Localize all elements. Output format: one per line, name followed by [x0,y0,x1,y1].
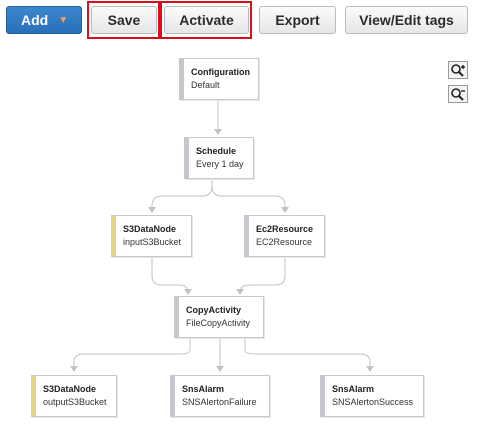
node-s3-input-title: S3DataNode [123,224,177,234]
zoom-out-button[interactable] [448,85,468,103]
node-configuration-title: Configuration [191,67,250,77]
zoom-in-button[interactable] [448,61,468,79]
node-s3-input[interactable]: S3DataNode inputS3Bucket [111,215,192,257]
node-configuration-subtitle: Default [191,80,220,90]
node-s3-output[interactable]: S3DataNode outputS3Bucket [31,375,117,417]
node-ec2-resource[interactable]: Ec2Resource EC2Resource [244,215,325,257]
node-schedule-subtitle: Every 1 day [196,159,244,169]
zoom-in-icon [451,64,465,77]
node-sns-failure[interactable]: SnsAlarm SNSAlertonFailure [170,375,270,417]
node-s3-input-subtitle: inputS3Bucket [123,237,182,247]
node-s3-output-subtitle: outputS3Bucket [43,397,107,407]
save-button-label: Save [107,12,141,28]
save-button[interactable]: Save [91,6,157,34]
view-edit-tags-button[interactable]: View/Edit tags [345,6,468,34]
node-configuration[interactable]: Configuration Default [179,58,259,100]
export-button[interactable]: Export [259,6,336,34]
node-sns-failure-title: SnsAlarm [182,384,225,394]
node-schedule-title: Schedule [196,146,237,156]
export-button-label: Export [275,12,320,28]
activate-highlight-box [160,1,252,39]
node-sns-success-subtitle: SNSAlertonSuccess [332,397,414,407]
activate-button[interactable]: Activate [164,6,249,34]
node-sns-success-title: SnsAlarm [332,384,375,394]
node-copy-title: CopyActivity [186,305,242,315]
node-s3-output-title: S3DataNode [43,384,97,394]
node-copy-subtitle: FileCopyActivity [186,318,251,328]
save-highlight-box [87,1,160,39]
node-ec2-title: Ec2Resource [256,224,314,234]
add-button-label: Add [21,12,49,28]
add-button[interactable]: Add ▼ [6,6,82,34]
node-ec2-subtitle: EC2Resource [256,237,313,247]
chevron-down-icon: ▼ [58,14,69,26]
node-sns-failure-subtitle: SNSAlertonFailure [182,397,257,407]
zoom-out-icon [451,88,465,101]
node-sns-success[interactable]: SnsAlarm SNSAlertonSuccess [320,375,424,417]
view-edit-tags-label: View/Edit tags [359,12,454,28]
activate-button-label: Activate [179,12,234,28]
node-schedule[interactable]: Schedule Every 1 day [184,137,254,179]
node-copy-activity[interactable]: CopyActivity FileCopyActivity [174,296,264,338]
